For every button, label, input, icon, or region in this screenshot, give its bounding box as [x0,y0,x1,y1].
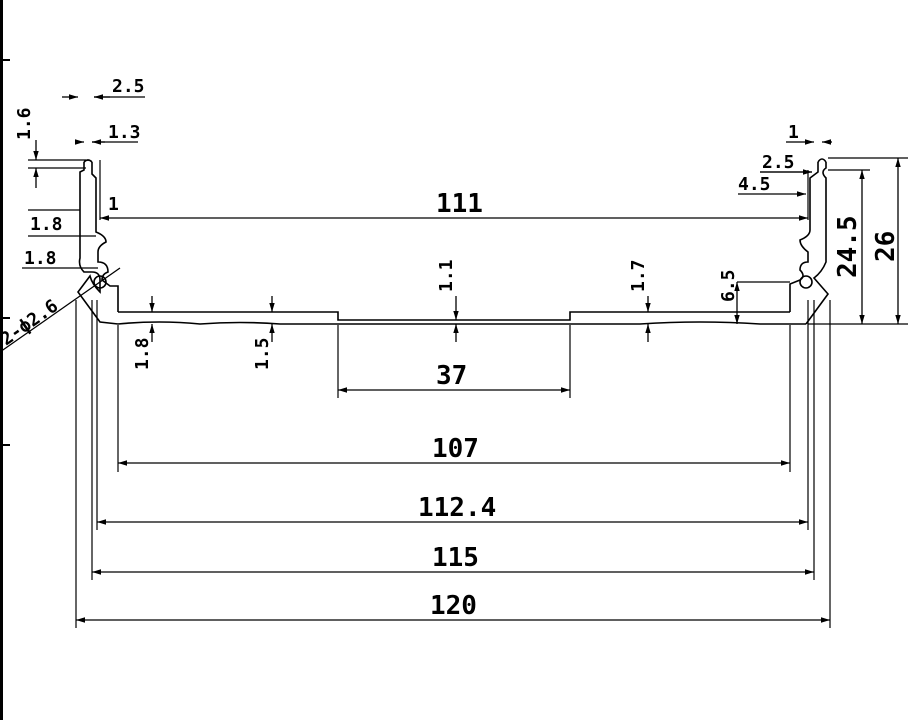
extension-lines [75,157,908,628]
dim-2-5-right: 2.5 [762,152,795,173]
dim-26: 26 [871,231,901,262]
dim-107: 107 [432,434,479,464]
dim-2-5-left: 2.5 [112,76,145,97]
dimension-labels: 111 37 107 112.4 115 120 26 24.5 2.5 1.3… [0,76,901,621]
dim-1-8-b: 1.8 [24,248,57,269]
dim-1-6: 1.6 [14,107,35,140]
dimension-lines [0,94,901,623]
dim-24-5: 24.5 [833,215,863,278]
dim-120: 120 [430,591,477,621]
dim-1-5: 1.5 [252,337,273,370]
dim-1-8-a: 1.8 [30,214,63,235]
dim-1-8-c: 1.8 [132,337,153,370]
dim-112-4: 112.4 [418,493,496,523]
dim-phi-2-6: 2-ϕ2.6 [0,296,62,351]
dim-111: 111 [436,189,483,219]
dim-4-5: 4.5 [738,174,771,195]
dim-115: 115 [432,543,479,573]
dim-1-right: 1 [788,122,799,143]
dim-1-1: 1.1 [436,259,457,292]
dim-37: 37 [436,361,467,391]
dim-6-5: 6.5 [718,269,739,302]
frame-border [0,0,10,720]
dim-1-3: 1.3 [108,122,141,143]
dim-1-left: 1 [108,194,119,215]
extrusion-profile [77,158,830,325]
dim-1-7: 1.7 [628,259,649,292]
